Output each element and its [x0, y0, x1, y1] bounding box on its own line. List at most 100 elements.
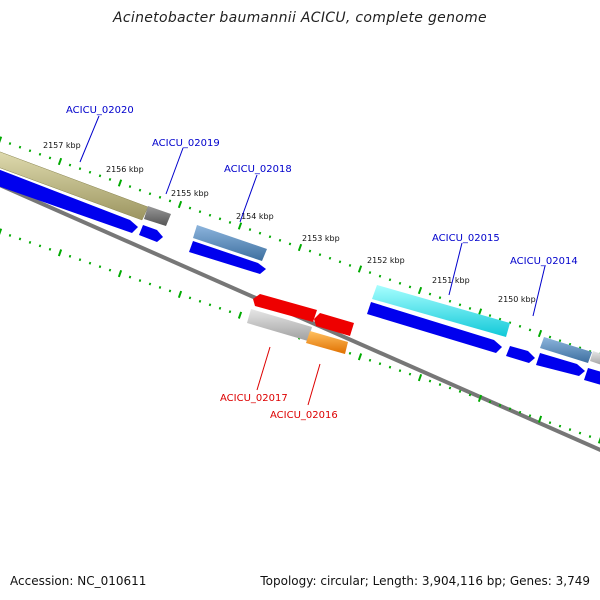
scale-label: 2154 kbp	[236, 212, 274, 221]
cds-arrow[interactable]	[0, 168, 138, 233]
gene-label-ACICU_02020[interactable]: ACICU_02020	[66, 105, 134, 116]
minor-tick	[78, 167, 82, 171]
gene-ACICU_02015-bar[interactable]	[372, 285, 510, 337]
gene-label-ACICU_02019[interactable]: ACICU_02019	[152, 138, 220, 149]
major-tick	[477, 394, 483, 403]
minor-tick	[228, 310, 232, 314]
gene-ACICU_02016-bar[interactable]	[306, 331, 348, 354]
minor-tick	[558, 424, 562, 428]
major-tick	[57, 157, 63, 166]
gene-reverse-red-1[interactable]	[253, 294, 317, 322]
gene-label-ACICU_02014[interactable]: ACICU_02014	[510, 256, 578, 267]
minor-tick	[488, 314, 492, 318]
minor-tick	[28, 149, 32, 153]
cds-arrow[interactable]	[367, 302, 502, 353]
minor-tick	[318, 253, 322, 257]
minor-tick	[528, 328, 532, 332]
minor-tick	[198, 210, 202, 214]
minor-tick	[468, 393, 472, 397]
minor-tick	[228, 220, 232, 224]
minor-tick	[518, 410, 522, 414]
minor-tick	[328, 256, 332, 260]
leader-line	[79, 115, 100, 163]
cds-arrow[interactable]	[584, 368, 600, 386]
leader-line	[165, 147, 184, 195]
gene-label-ACICU_02018[interactable]: ACICU_02018	[224, 164, 292, 175]
scale-label: 2157 kbp	[43, 141, 81, 150]
minor-tick	[448, 299, 452, 303]
major-tick	[357, 265, 363, 273]
topology-text: Topology: circular; Length: 3,904,116 bp…	[260, 574, 590, 588]
minor-tick	[388, 278, 392, 282]
gene-ACICU_02017-bar[interactable]	[247, 309, 312, 341]
minor-tick	[108, 177, 112, 181]
minor-tick	[508, 407, 512, 411]
minor-tick	[368, 271, 372, 275]
minor-tick	[218, 306, 222, 310]
minor-tick	[38, 152, 42, 156]
minor-tick	[398, 369, 402, 373]
minor-tick	[48, 156, 52, 160]
minor-tick	[348, 263, 352, 267]
cds-arrow[interactable]	[536, 353, 585, 376]
minor-tick	[438, 296, 442, 300]
minor-tick	[198, 299, 202, 303]
minor-tick	[148, 282, 152, 286]
minor-tick	[168, 199, 172, 203]
major-tick	[417, 286, 423, 295]
minor-tick	[408, 285, 412, 289]
gene-ACICU_02020-bar[interactable]	[0, 150, 149, 221]
minor-tick	[158, 286, 162, 289]
minor-tick	[88, 261, 92, 265]
major-tick	[57, 249, 63, 257]
minor-tick	[18, 237, 22, 241]
scale-label: 2156 kbp	[106, 165, 144, 174]
major-tick	[237, 222, 243, 230]
leader-line	[532, 265, 546, 317]
scale-label: 2151 kbp	[432, 276, 470, 285]
minor-tick	[528, 414, 532, 418]
scale-label: 2155 kbp	[171, 189, 209, 198]
minor-tick	[218, 217, 222, 221]
minor-tick	[38, 244, 42, 248]
major-tick	[357, 353, 363, 361]
accession-text: Accession: NC_010611	[10, 574, 147, 588]
minor-tick	[448, 386, 452, 390]
minor-tick	[468, 306, 472, 310]
major-tick	[0, 136, 3, 143]
minor-tick	[68, 163, 72, 167]
gene-label-ACICU_02017[interactable]: ACICU_02017	[220, 393, 288, 404]
minor-tick	[458, 303, 462, 307]
gene-ACICU_02018-bar[interactable]	[193, 225, 267, 261]
gene-label-ACICU_02015[interactable]: ACICU_02015	[432, 233, 500, 244]
minor-tick	[548, 335, 552, 339]
gene-ACICU_02014-bar[interactable]	[540, 337, 592, 363]
minor-tick	[128, 185, 132, 189]
major-tick	[597, 436, 600, 444]
minor-tick	[28, 240, 32, 244]
minor-tick	[78, 258, 82, 262]
major-tick	[117, 179, 123, 187]
major-tick	[297, 243, 303, 252]
leader-line	[239, 174, 258, 223]
gene-ACICU_02019-bar[interactable]	[144, 206, 171, 226]
gene-reverse-red-2[interactable]	[314, 313, 354, 336]
cds-arrow[interactable]	[506, 346, 535, 363]
minor-tick	[378, 362, 382, 366]
gene-label-ACICU_02016[interactable]: ACICU_02016	[270, 410, 338, 421]
cds-arrow[interactable]	[189, 241, 266, 274]
major-tick	[537, 415, 543, 423]
minor-tick	[518, 324, 522, 328]
cds-arrow[interactable]	[139, 225, 163, 242]
minor-tick	[388, 365, 392, 369]
minor-tick	[348, 351, 352, 355]
minor-tick	[498, 317, 502, 321]
leader-line	[448, 242, 463, 296]
minor-tick	[158, 195, 162, 199]
scale-ticks-upper	[0, 136, 600, 359]
minor-tick	[138, 188, 142, 192]
scale-label: 2152 kbp	[367, 256, 405, 265]
major-tick	[237, 311, 243, 319]
minor-tick	[488, 400, 492, 404]
